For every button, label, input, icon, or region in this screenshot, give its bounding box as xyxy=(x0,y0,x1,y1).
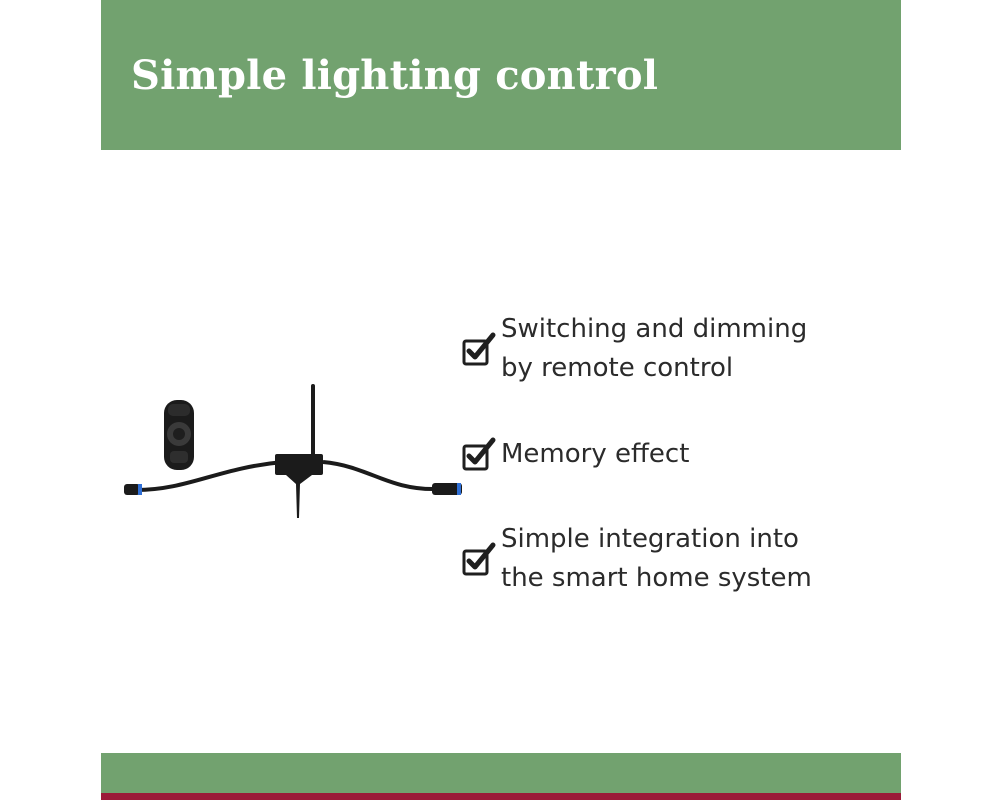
feature-text: Simple integration into the smart home s… xyxy=(501,524,812,593)
footer-banner xyxy=(101,753,901,793)
feature-text: Memory effect xyxy=(501,438,690,469)
feature-item: Simple integration into the smart home s… xyxy=(460,520,812,598)
cable-left xyxy=(135,460,284,492)
connector-right xyxy=(432,483,462,495)
antenna xyxy=(311,384,315,456)
connector-left xyxy=(124,484,142,495)
checkbox-checked-icon xyxy=(462,437,496,471)
product-image xyxy=(124,384,462,518)
checkbox-checked-icon xyxy=(462,542,496,576)
header-banner: Simple lighting control xyxy=(101,0,901,150)
feature-item: Switching and dimming by remote control xyxy=(460,310,807,388)
feature-text: Switching and dimming by remote control xyxy=(501,314,808,383)
footer-stripe xyxy=(101,793,901,800)
checkbox-checked-icon xyxy=(462,332,496,366)
ground-spike xyxy=(286,475,312,518)
page-title: Simple lighting control xyxy=(131,52,659,99)
remote-control xyxy=(164,400,194,470)
controller-box xyxy=(275,454,323,475)
feature-item: Memory effect xyxy=(460,434,689,474)
cable-right xyxy=(322,460,437,492)
